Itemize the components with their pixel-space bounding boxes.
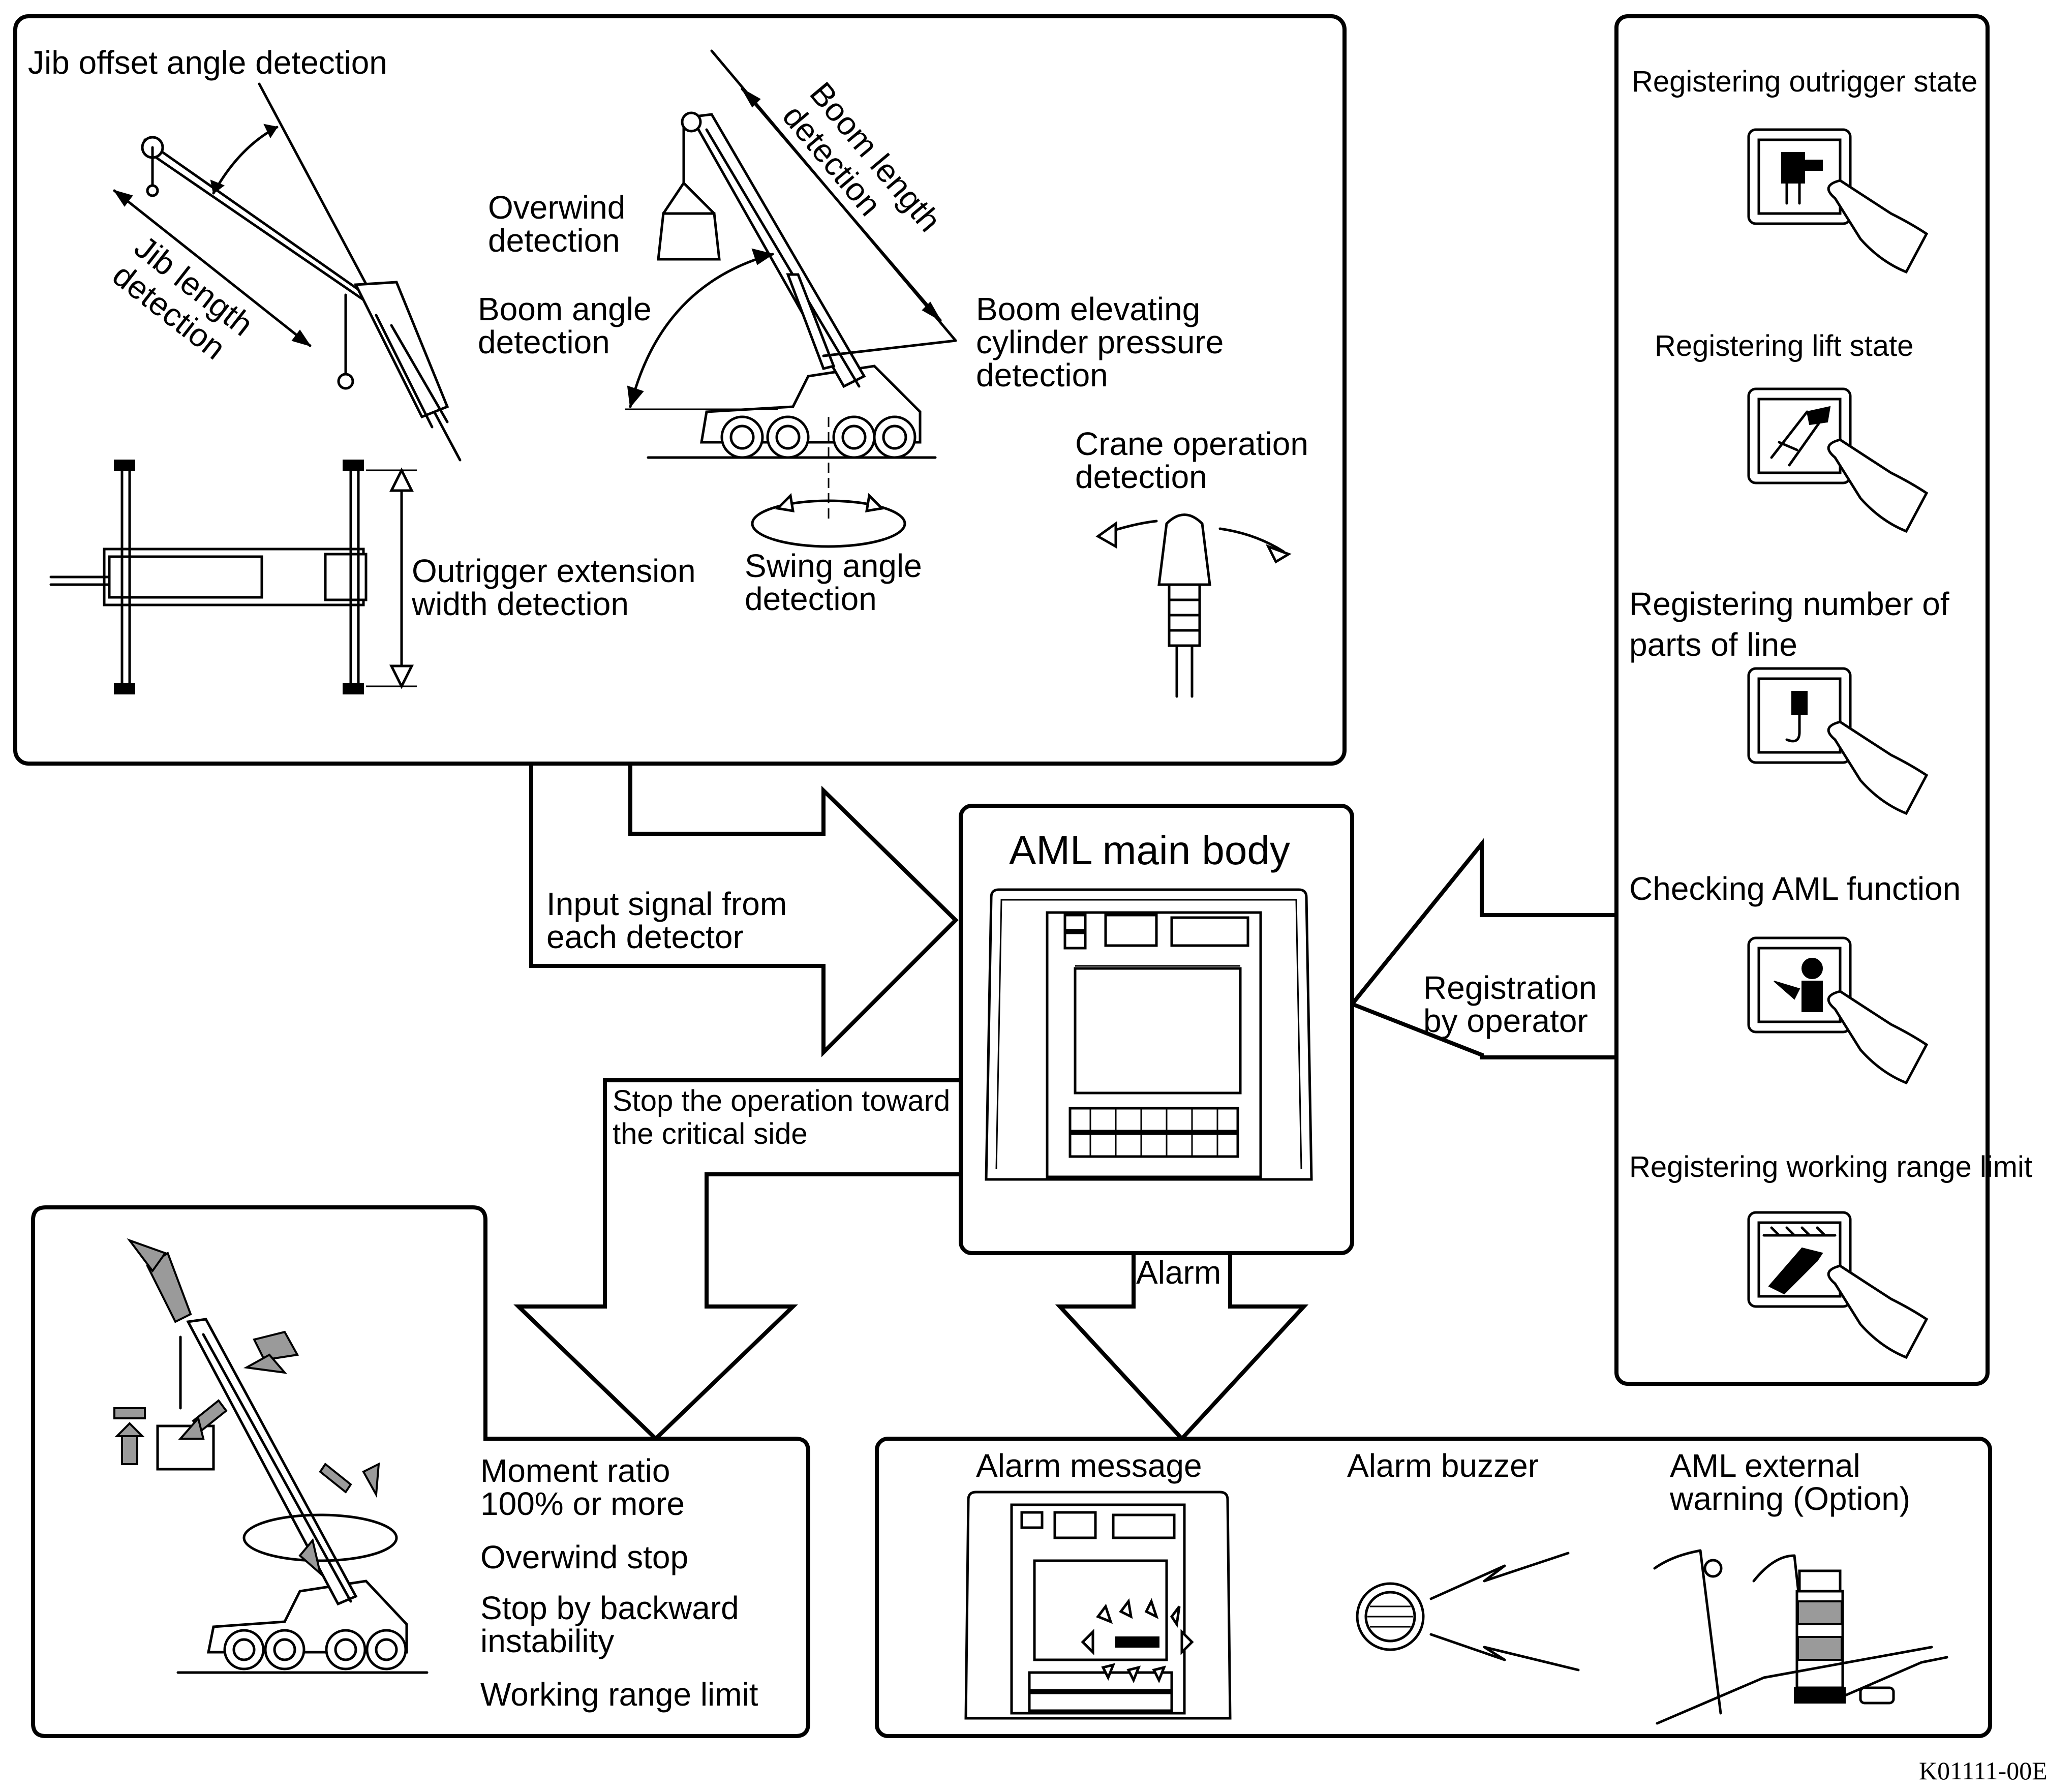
register-outrigger-label: Registering outrigger state xyxy=(1632,65,1977,98)
register-parts-line1: Registering number of xyxy=(1629,586,1949,622)
register-lift-item[interactable]: Registering lift state xyxy=(1655,329,1929,533)
backward-line1: Stop by backward xyxy=(480,1590,739,1626)
overwind-stop-label: Overwind stop xyxy=(480,1539,688,1575)
boom-angle-label: Boom angle detection xyxy=(478,291,660,360)
input-signal-arrow xyxy=(529,761,959,1057)
register-parts-line2: parts of line xyxy=(1629,626,1797,663)
outrigger-line1: Outrigger extension xyxy=(412,553,696,589)
external-warning-light xyxy=(1653,1549,1948,1725)
registration-label: Registration by operator xyxy=(1423,969,1606,1039)
lift-state-icon xyxy=(1770,406,1831,467)
backward-line2: instability xyxy=(480,1623,614,1659)
stop-arrow xyxy=(513,1078,963,1442)
check-aml-function-item[interactable]: Checking AML function xyxy=(1629,870,1961,1085)
overwind-label: Overwind detection xyxy=(488,189,634,259)
figure-code: K01111-00E xyxy=(1919,1756,2046,1785)
register-range-label: Registering working range limit xyxy=(1629,1150,2032,1183)
registration-line1: Registration xyxy=(1423,969,1597,1006)
external-line1: AML external xyxy=(1670,1447,1860,1484)
operator-check-icon xyxy=(1774,958,1823,1012)
outrigger-line2: width detection xyxy=(411,586,629,622)
cylinder-line2: cylinder pressure xyxy=(976,324,1224,360)
register-working-range-item[interactable]: Registering working range limit xyxy=(1629,1150,2032,1359)
registration-line2: by operator xyxy=(1423,1003,1588,1039)
moment-ratio-line2: 100% or more xyxy=(480,1485,685,1522)
control-lever xyxy=(1095,513,1292,698)
check-aml-label: Checking AML function xyxy=(1629,870,1961,907)
register-parts-of-line-item[interactable]: Registering number of parts of line xyxy=(1629,586,1958,815)
swing-line1: Swing angle xyxy=(745,548,922,584)
detection-panel xyxy=(13,14,1347,766)
cylinder-line3: detection xyxy=(976,357,1108,393)
boom-angle-line2: detection xyxy=(478,324,610,360)
outrigger-label: Outrigger extension width detection xyxy=(411,553,705,622)
alarm-message-label: Alarm message xyxy=(976,1447,1202,1484)
crane-operation-line2: detection xyxy=(1075,459,1207,495)
swing-line2: detection xyxy=(745,581,877,617)
stop-operation-line2: the critical side xyxy=(613,1117,808,1150)
register-parts-label: Registering number of parts of line xyxy=(1629,586,1958,663)
stop-operation-line1: Stop the operation toward xyxy=(613,1084,950,1117)
jib-illustration xyxy=(113,82,462,462)
aml-external-warning-label: AML external warning (Option) xyxy=(1669,1447,1910,1517)
alarm-buzzer-label: Alarm buzzer xyxy=(1347,1447,1539,1484)
overwind-line1: Overwind xyxy=(488,189,625,226)
alarm-buzzer-icon xyxy=(1356,1552,1580,1672)
moment-ratio-line1: Moment ratio xyxy=(480,1452,670,1489)
register-outrigger-item[interactable]: Registering outrigger state xyxy=(1632,65,1977,274)
register-lift-label: Registering lift state xyxy=(1655,329,1913,362)
moment-ratio-label: Moment ratio 100% or more xyxy=(480,1452,685,1522)
alarm-label: Alarm xyxy=(1136,1254,1221,1291)
crane-stop-illustration xyxy=(113,1238,429,1674)
aml-main-body-title: AML main body xyxy=(1009,828,1290,873)
aml-monitor xyxy=(985,888,1313,1181)
stop-panel xyxy=(31,1205,810,1738)
working-range-limit-label: Working range limit xyxy=(480,1676,758,1713)
crane-side-view xyxy=(647,49,957,459)
boom-angle-line1: Boom angle xyxy=(478,291,652,327)
outrigger-top-view xyxy=(49,460,417,694)
stop-operation-label: Stop the operation toward the critical s… xyxy=(613,1084,958,1150)
jib-offset-label: Jib offset angle detection xyxy=(28,44,387,81)
cylinder-pressure-label: Boom elevating cylinder pressure detecti… xyxy=(976,291,1233,393)
cylinder-line1: Boom elevating xyxy=(976,291,1200,327)
alarm-message-monitor xyxy=(964,1491,1232,1720)
crane-operation-label: Crane operation detection xyxy=(1075,426,1318,495)
crane-operation-line1: Crane operation xyxy=(1075,426,1308,462)
alarm-message-bar xyxy=(1115,1636,1159,1648)
input-signal-label: Input signal from each detector xyxy=(546,886,796,955)
swing-angle-label: Swing angle detection xyxy=(745,548,931,617)
input-signal-line2: each detector xyxy=(546,919,744,955)
external-line2: warning (Option) xyxy=(1669,1480,1910,1517)
backward-instability-label: Stop by backward instability xyxy=(480,1590,748,1659)
input-signal-line1: Input signal from xyxy=(546,886,787,922)
outrigger-state-icon xyxy=(1781,152,1805,184)
working-range-icon xyxy=(1762,1226,1837,1295)
overwind-line2: detection xyxy=(488,222,620,259)
hook-icon xyxy=(1785,691,1808,743)
